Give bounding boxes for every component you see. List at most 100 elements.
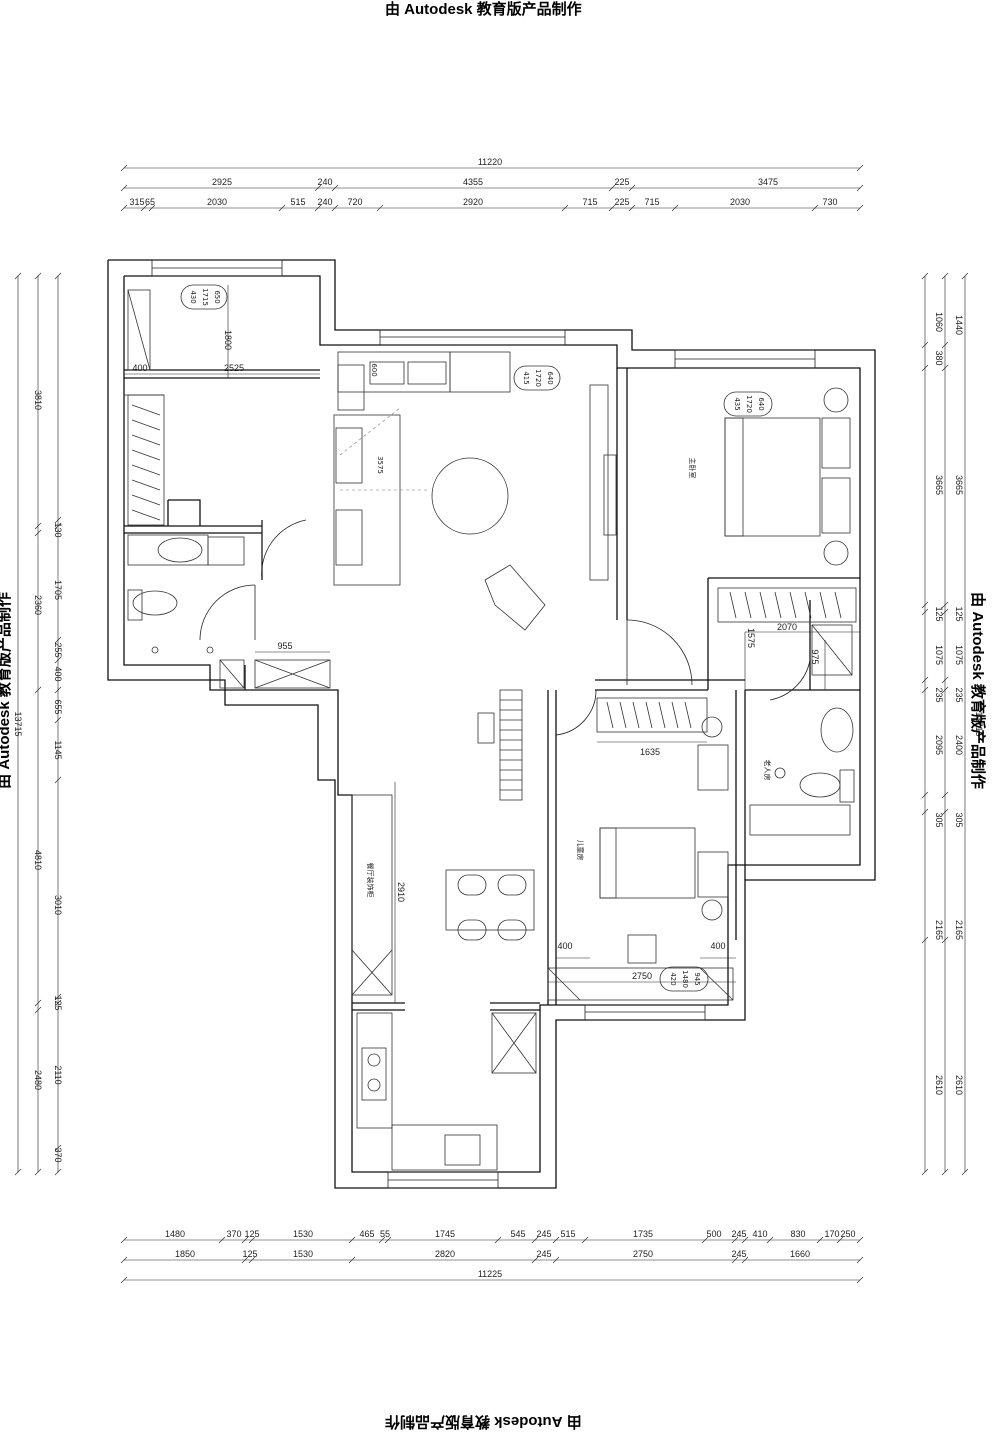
dimension-tick — [941, 601, 949, 609]
dim-bottom-r2: 1735 — [633, 1229, 653, 1239]
dimension-tick — [921, 341, 929, 349]
dimension-tick — [741, 1256, 749, 1264]
dimension-tick — [816, 1236, 824, 1244]
dimension-tick — [531, 1256, 539, 1264]
dim-1575: 1575 — [746, 628, 756, 648]
dimension-tick — [766, 1236, 774, 1244]
dimension-tick — [921, 601, 929, 609]
dimension-tick — [34, 1006, 42, 1014]
room-label-child: 儿童房 — [576, 840, 585, 861]
dimension-tick — [34, 1168, 42, 1176]
dim-right-r1: 2400 — [954, 735, 964, 755]
dim-1635: 1635 — [640, 747, 660, 757]
dimension-tick — [376, 204, 384, 212]
dim-bottom-r1: 245 — [536, 1249, 551, 1259]
exterior-walls — [107, 259, 876, 1189]
dim-left-r2: 370 — [53, 1147, 63, 1162]
dim-3575: 3575 — [376, 456, 384, 474]
dim-2910: 2910 — [396, 882, 406, 902]
dimension-tick — [248, 1256, 256, 1264]
dim-top-r1: 225 — [614, 177, 629, 187]
room-label-cabinet: 餐厅装饰柜 — [366, 863, 375, 898]
dim-bottom-r2: 830 — [790, 1229, 805, 1239]
dim-bottom-r2: 170 — [824, 1229, 839, 1239]
dim-right-r2: 380 — [934, 350, 944, 365]
dim-left-r2: 2110 — [53, 1065, 63, 1084]
dim-bottom-r2: 370 — [226, 1229, 241, 1239]
dimension-tick — [54, 686, 62, 694]
furniture — [127, 289, 857, 1171]
dimension-tick — [941, 791, 949, 799]
dimension-tick — [731, 1256, 739, 1264]
dimension-tick — [54, 636, 62, 644]
dimension-tick — [34, 522, 42, 530]
dim-top-r2: 715 — [582, 197, 597, 207]
tag1-b: 1715 — [201, 288, 209, 306]
dimension-tick — [731, 1236, 739, 1244]
dim-top-r2: 2920 — [463, 197, 483, 207]
dimension-tick — [54, 993, 62, 1001]
dim-left-r2: 125 — [53, 995, 63, 1010]
dim-left-r1: 3810 — [33, 390, 43, 410]
dimension-tick — [331, 184, 339, 192]
tag4-b: 1480 — [681, 970, 689, 988]
tag3-a: 435 — [733, 397, 741, 410]
dim-top-r2: 240 — [317, 197, 332, 207]
dim-bottom-r1: 2750 — [633, 1249, 653, 1259]
dim-600: 600 — [370, 363, 378, 376]
tag2-c: 640 — [546, 371, 554, 384]
dim-bottom-r2: 545 — [510, 1229, 525, 1239]
dim-top-r1: 3475 — [758, 177, 778, 187]
dim-400b: 400 — [557, 941, 572, 951]
dim-bottom-r2: 465 — [359, 1229, 374, 1239]
dim-left-r2: 1145 — [53, 740, 63, 759]
dimension-tick — [34, 686, 42, 694]
dim-bottom-r1: 245 — [731, 1249, 746, 1259]
dimension-tick — [14, 272, 22, 280]
interior-walls — [124, 368, 860, 1011]
dimension-tick — [811, 204, 819, 212]
dim-bottom-r1: 1530 — [293, 1249, 313, 1259]
dimension-tick — [608, 204, 616, 212]
windows — [151, 259, 816, 1189]
dimension-tick — [921, 808, 929, 816]
dimension-tick — [941, 364, 949, 372]
dim-bottom-r2: 125 — [244, 1229, 259, 1239]
dim-right-r1: 1075 — [954, 645, 964, 665]
dim-top-r2: 65 — [145, 197, 155, 207]
dim-right-r1: 305 — [954, 812, 964, 827]
dim-right-r2: 235 — [934, 687, 944, 702]
dim-right-r2: 1060 — [934, 312, 944, 332]
dimension-tick — [54, 1168, 62, 1176]
dimension-tick — [148, 204, 156, 212]
dimension-tick — [856, 1236, 864, 1244]
dimension-lines — [14, 164, 969, 1284]
dim-right-r2: 2610 — [934, 1075, 944, 1095]
dimension-tick — [561, 204, 569, 212]
dimension-tick — [941, 608, 949, 616]
dimension-tick — [34, 999, 42, 1007]
dimension-tick — [741, 1236, 749, 1244]
dim-top-r2: 720 — [347, 197, 362, 207]
dimension-tick — [120, 204, 128, 212]
dim-right-r1: 235 — [954, 687, 964, 702]
dim-bottom-r1: 1660 — [790, 1249, 810, 1259]
dimension-tick — [921, 936, 929, 944]
dimension-tick — [14, 1168, 22, 1176]
dim-bottom-r2: 410 — [752, 1229, 767, 1239]
dimension-tick — [856, 184, 864, 192]
dimension-tick — [218, 1236, 226, 1244]
dim-top-r2: 2030 — [207, 197, 227, 207]
dimension-tick — [628, 184, 636, 192]
dim-bottom-r2: 245 — [536, 1229, 551, 1239]
dimension-tick — [552, 1236, 560, 1244]
dim-right-r1: 2610 — [954, 1075, 964, 1095]
dimension-tick — [921, 676, 929, 684]
dimension-tick — [856, 204, 864, 212]
dimension-tick — [701, 1236, 709, 1244]
dim-left-r1: 2360 — [33, 595, 43, 615]
dimension-tick — [314, 184, 322, 192]
dimension-tick — [378, 1236, 386, 1244]
dim-bottom-r2: 500 — [706, 1229, 721, 1239]
room-label-master: 主卧室 — [688, 458, 697, 479]
